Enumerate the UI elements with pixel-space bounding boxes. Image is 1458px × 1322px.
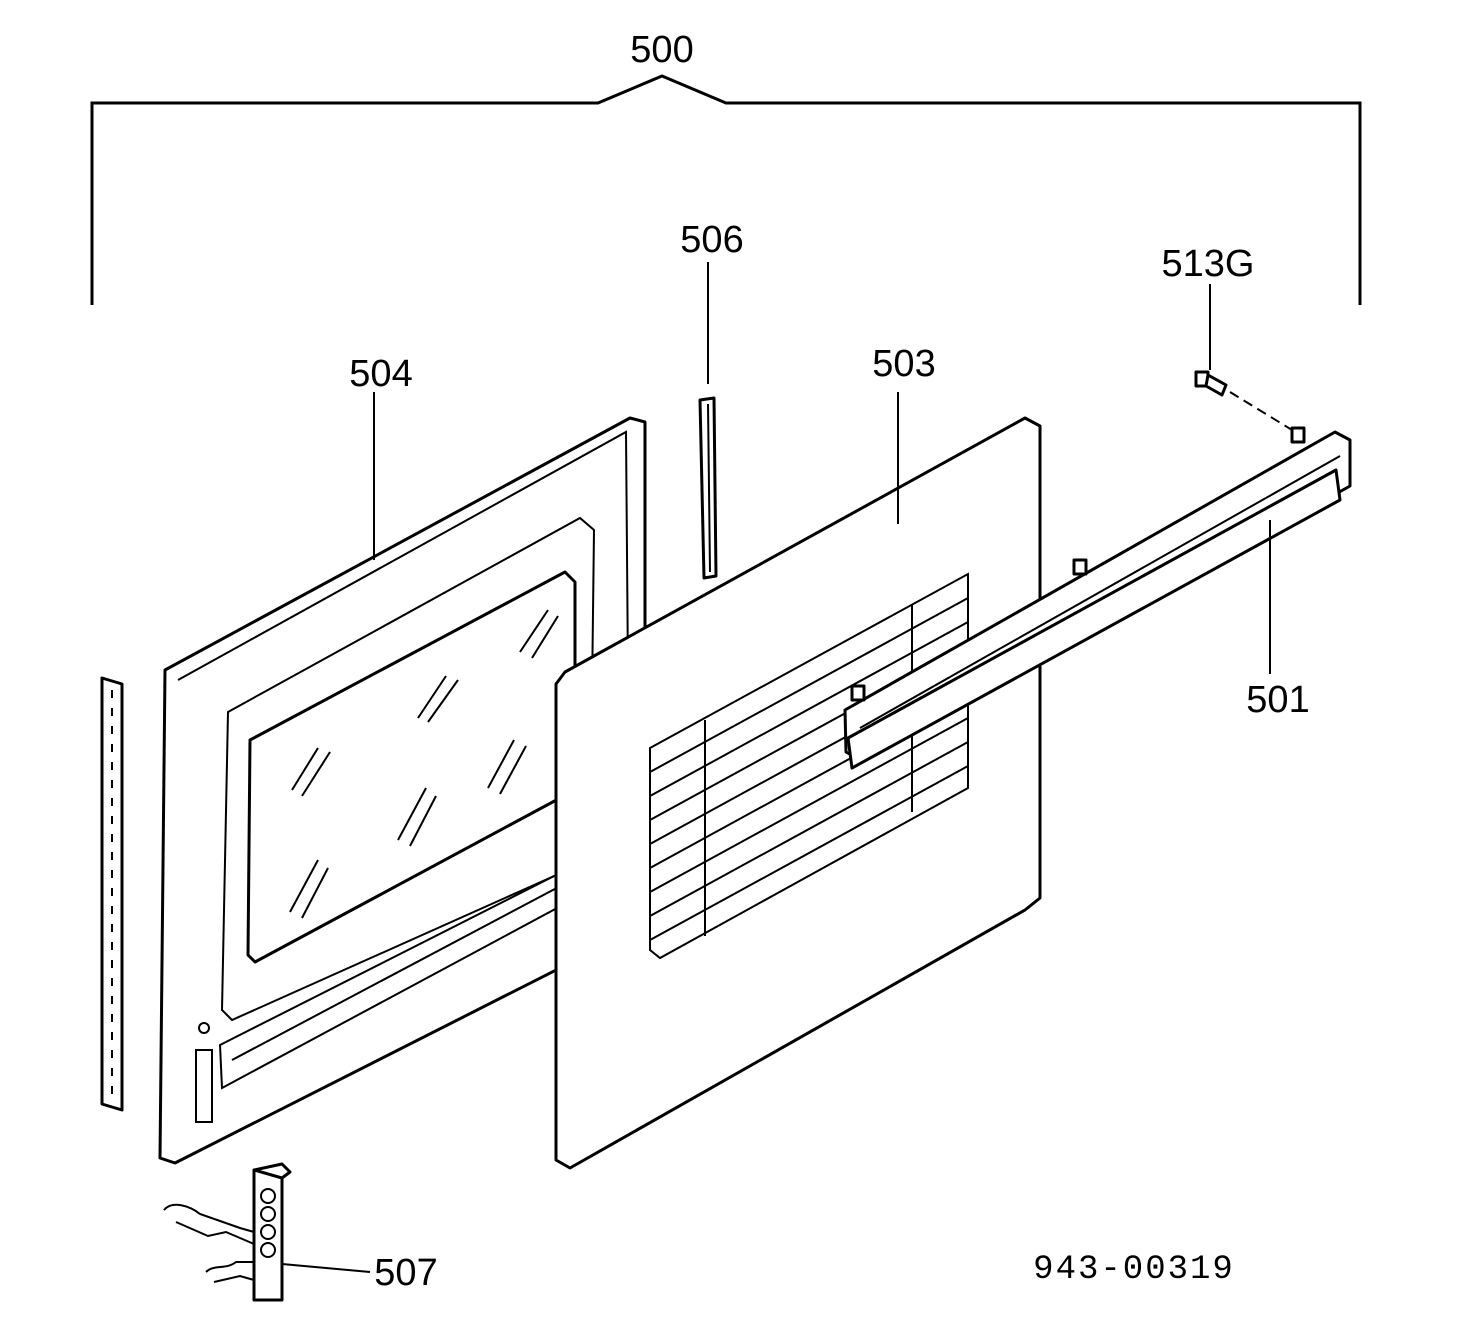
label-501: 501 bbox=[1246, 679, 1309, 721]
left-side-strip bbox=[100, 676, 124, 1112]
door-handle bbox=[843, 426, 1352, 770]
label-506: 506 bbox=[680, 219, 743, 261]
label-503: 503 bbox=[872, 343, 935, 385]
diagram-code: 943-00319 bbox=[1033, 1251, 1235, 1289]
label-504: 504 bbox=[349, 353, 412, 395]
leader-507 bbox=[281, 1263, 371, 1273]
outer-door-panel bbox=[554, 416, 1042, 1170]
label-513g: 513G bbox=[1162, 243, 1255, 285]
vertical-strip bbox=[698, 396, 718, 580]
assembly-bracket bbox=[90, 74, 1362, 305]
screw bbox=[1194, 370, 1293, 431]
label-500: 500 bbox=[630, 29, 693, 71]
label-507: 507 bbox=[374, 1252, 437, 1294]
hinge bbox=[163, 1162, 292, 1302]
